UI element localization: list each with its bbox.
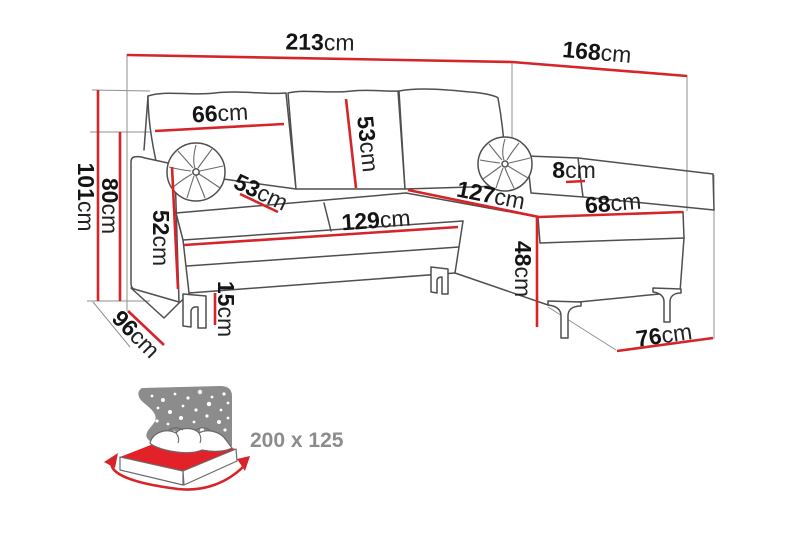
round-pillow-right-button — [501, 160, 509, 168]
round-pillow-left — [166, 142, 226, 202]
bed-base-side — [182, 448, 238, 486]
extension-lines — [87, 54, 715, 351]
dimension-label-68: 68cm — [584, 188, 642, 219]
chaise-cushion-bottom-seam — [539, 237, 685, 244]
dimension-label-53-pillow: 53cm — [352, 115, 384, 174]
sofa-bed-function-icon: 200 x 125 — [104, 386, 344, 491]
dimension-line-68 — [538, 210, 684, 219]
bed-pillow-curve-2 — [195, 427, 212, 432]
dimension-line-127 — [407, 188, 540, 219]
chaise-cushion-left-seam — [537, 216, 541, 244]
base-bottom-edge — [188, 272, 456, 294]
chaise-right-top-edge — [682, 211, 685, 239]
chaise-base-left-edge — [454, 272, 549, 306]
stars — [150, 389, 230, 442]
side-panel-bottom-edge — [582, 196, 715, 211]
dimension-line-53-pillow — [344, 98, 358, 189]
dimension-line-96 — [127, 310, 165, 346]
bed-blanket-fold-2 — [198, 432, 202, 444]
dimension-line-213 — [126, 53, 513, 64]
dimension-line-129 — [183, 225, 459, 247]
dimension-line-8 — [565, 179, 586, 184]
round-pillow-left-button — [192, 168, 200, 176]
seat-left-edge — [175, 212, 184, 241]
sofa-leg-middle — [430, 266, 449, 295]
dimension-line-168 — [511, 60, 688, 78]
dimension-line-66 — [154, 122, 285, 133]
sofa-leg-chaise-left — [547, 300, 582, 339]
dimension-lines — [96, 53, 714, 353]
dimension-label-66: 66cm — [191, 99, 249, 128]
bed-blanket-fold-1 — [175, 432, 180, 444]
unfold-arrow — [110, 460, 245, 491]
extension-line-chaise-floor — [547, 306, 617, 351]
bed-blanket — [149, 427, 233, 454]
arrowhead-right — [237, 456, 250, 471]
dimension-label-76: 76cm — [634, 318, 693, 352]
dimension-label-96: 96cm — [107, 305, 165, 363]
sofa-leg-chaise-right — [652, 287, 682, 323]
sofa-leg-front-left — [182, 293, 207, 329]
sleeping-area-size: 200 x 125 — [250, 429, 344, 452]
dimension-label-168: 168cm — [561, 36, 632, 68]
arrowhead-left — [104, 453, 118, 468]
dimension-label-15: 15cm — [213, 281, 239, 337]
dimension-label-48: 48cm — [510, 241, 536, 297]
bed-base-front — [119, 456, 184, 486]
side-panel-right-edge — [712, 173, 715, 211]
back-cushion-middle — [287, 89, 406, 190]
bed-pillow-curve-1 — [167, 427, 184, 432]
dimension-label-101: 101cm — [73, 162, 99, 231]
dimension-label-213: 213cm — [285, 28, 354, 55]
base-front-left-edge — [182, 239, 190, 294]
dimension-line-76 — [616, 336, 714, 353]
seat-front-edge — [182, 220, 464, 241]
dimension-line-52 — [170, 166, 180, 290]
round-pillow-left-pleats — [168, 144, 224, 199]
backrest-left-edge — [143, 95, 149, 151]
dimension-label-80: 80cm — [97, 178, 123, 234]
round-pillow-right — [477, 136, 533, 192]
round-pillow-right-pleats — [479, 138, 531, 189]
dimension-label-8: 8cm — [552, 157, 595, 183]
seat-back-seam — [175, 192, 407, 214]
sofa-drawing — [130, 88, 715, 339]
side-panel-top-edge — [577, 157, 714, 175]
dimension-line-53-seat — [239, 192, 279, 214]
base-left-depth-edge — [130, 287, 180, 319]
chaise-base-right-edge — [679, 237, 685, 293]
seat-cushion-divider — [323, 202, 332, 232]
base-front-seam — [186, 246, 460, 267]
extension-line-depth — [92, 301, 131, 348]
extension-line-top-back — [91, 89, 151, 92]
dimension-label-129: 129cm — [341, 205, 412, 236]
dimension-label-52: 52cm — [148, 210, 174, 266]
